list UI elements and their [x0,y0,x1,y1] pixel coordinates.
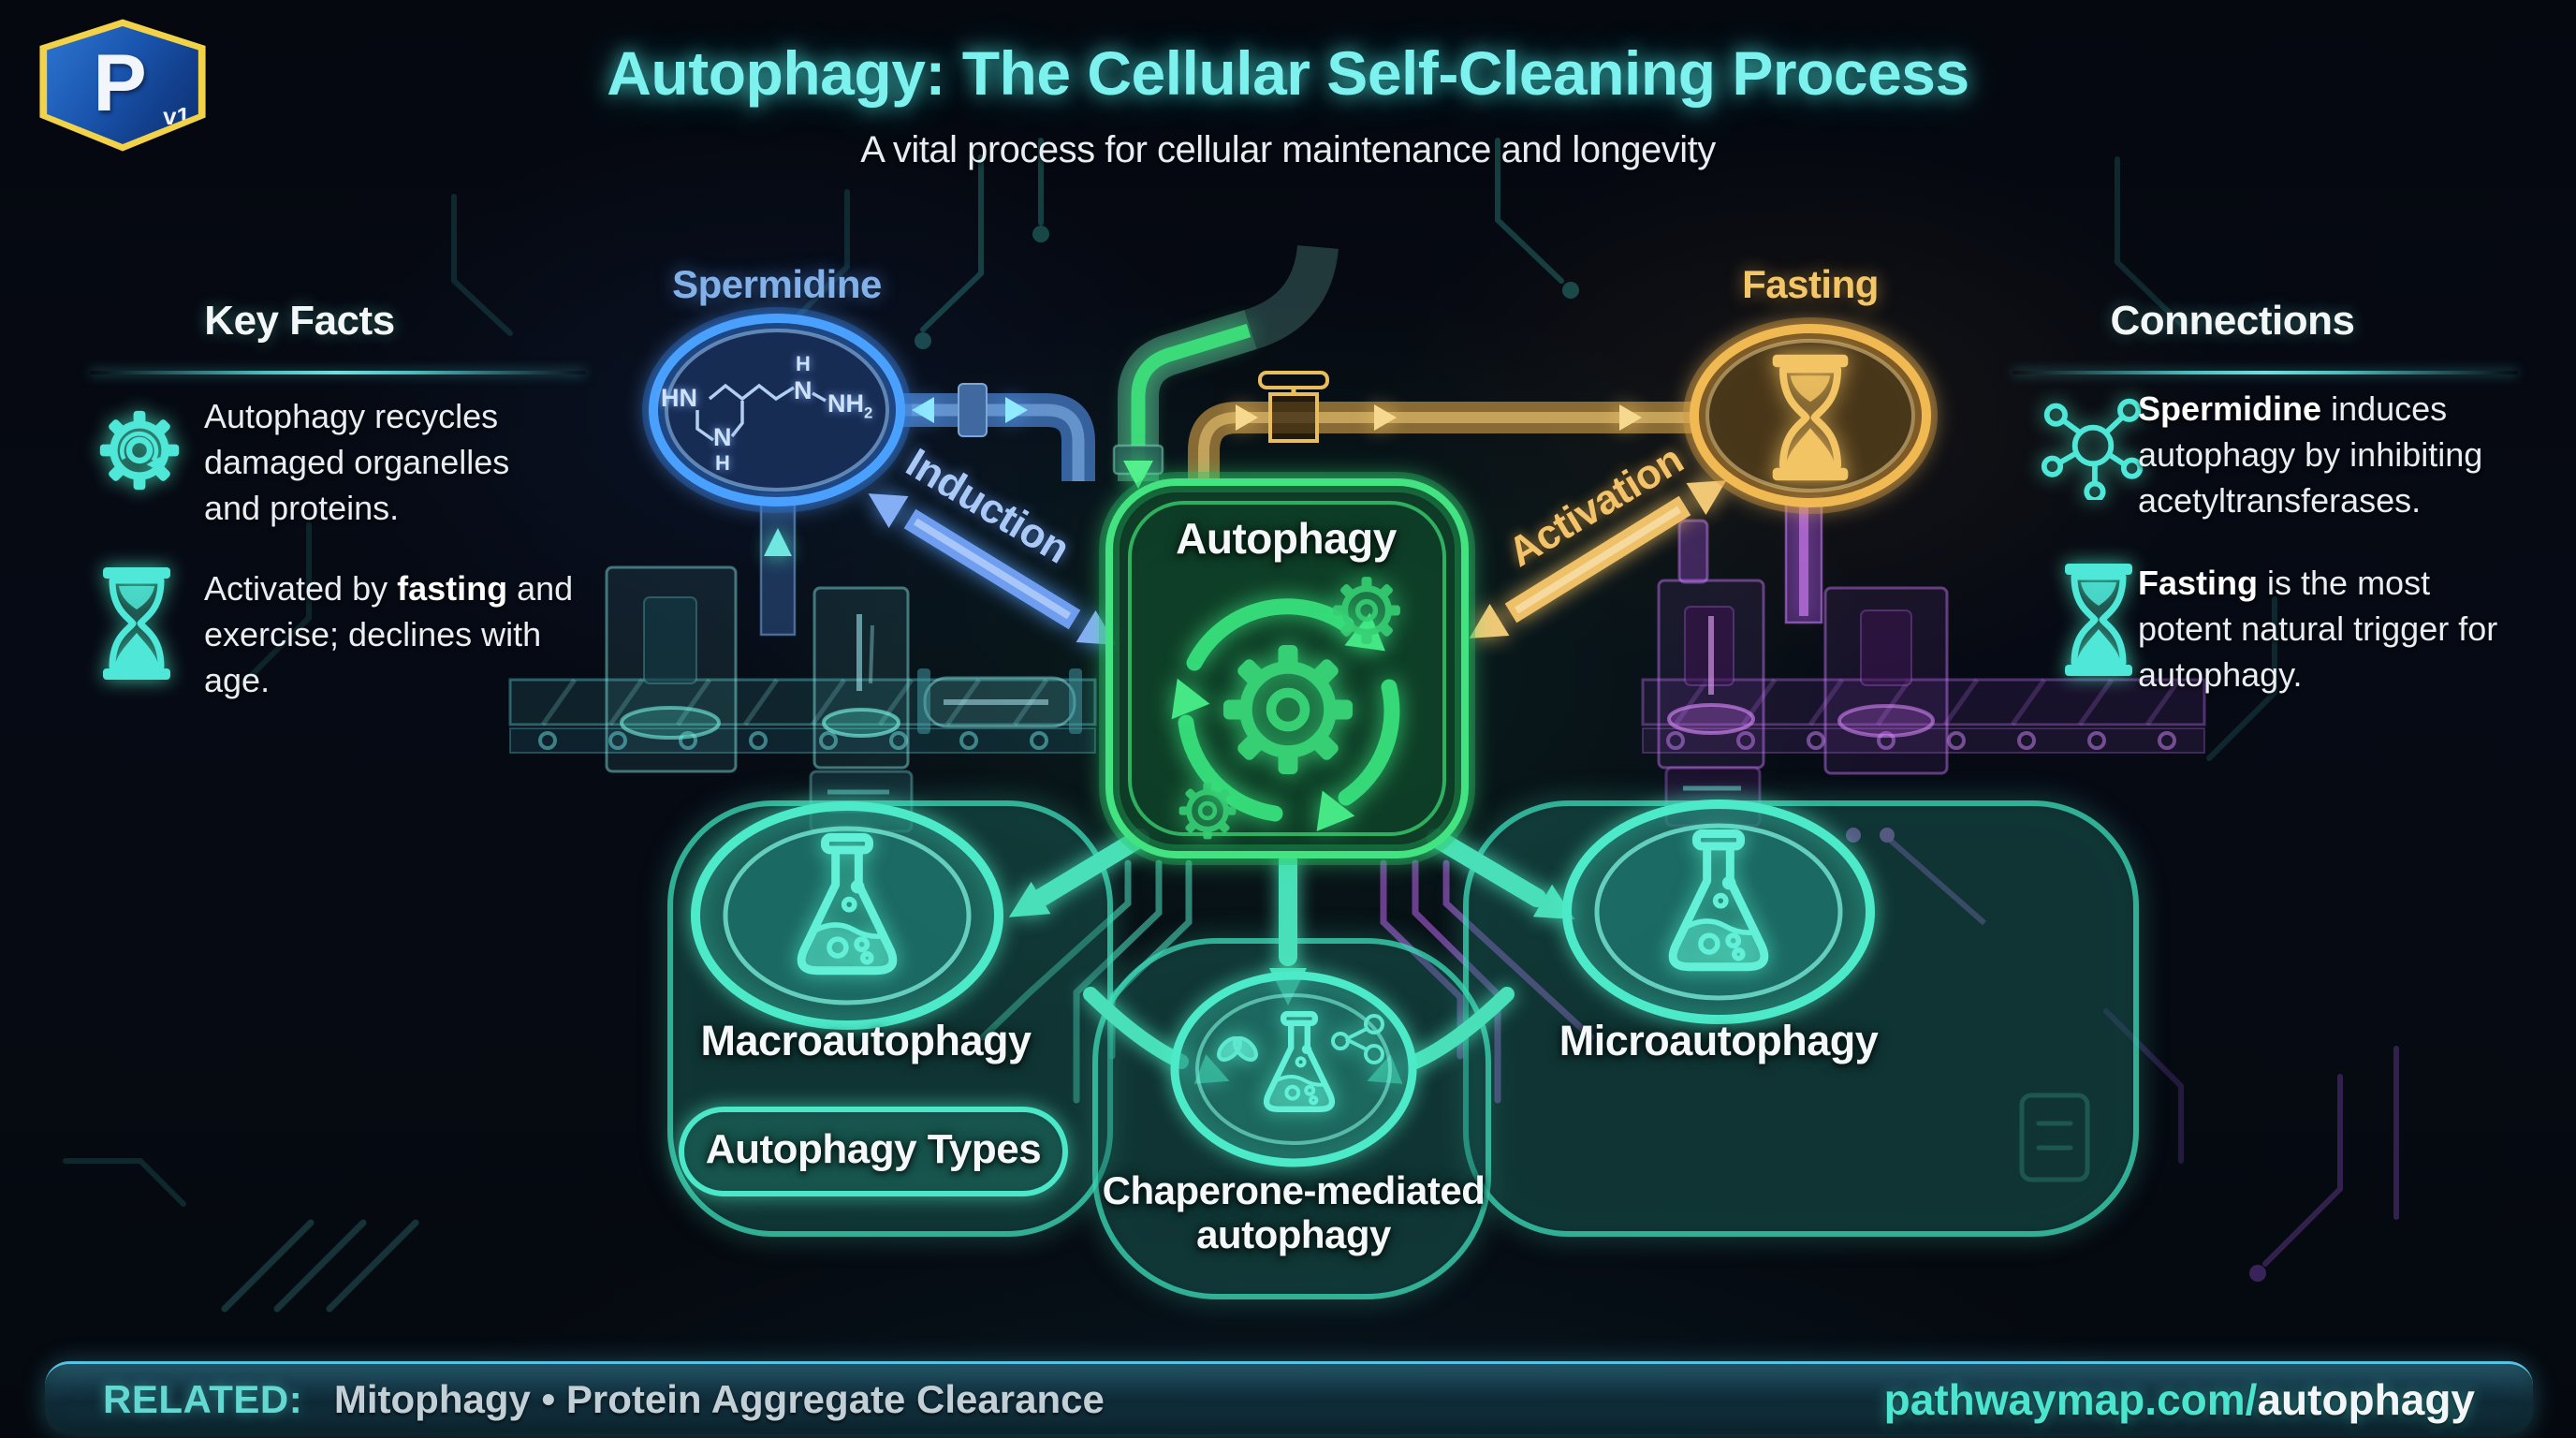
gear-recycle-icon [88,399,191,502]
hourglass-filled-icon [2056,558,2142,682]
autophagy-label: Autophagy [1176,514,1397,563]
autophagy-node[interactable] [1099,472,1475,865]
chemical-bonds [695,383,827,442]
related-label: RELATED: [103,1376,303,1421]
page-subtitle: A vital process for cellular maintenance… [860,129,1716,170]
logo-badge: P v1 [39,19,206,152]
key-fact-2: Activated by fasting and exercise; decli… [204,565,574,703]
page-title: Autophagy: The Cellular Self-Cleaning Pr… [607,38,1969,108]
connection-2: Fasting is the most potent natural trigg… [2138,560,2531,697]
url-suffix: autophagy [2257,1374,2475,1424]
spermidine-label: Spermidine [672,262,882,306]
fact-text: Autophagy recycles damaged organelles an… [204,397,510,527]
connections-title: Connections [2110,298,2355,344]
molecule-icon [2039,391,2147,500]
chem-h-top: H [796,352,811,375]
key-facts-divider [90,371,586,374]
related-items: Mitophagy • Protein Aggregate Clearance [333,1376,1105,1421]
chem-nh2-sub: 2 [864,404,873,422]
pipe-blue [759,383,1095,637]
chem-hn: HN [661,384,697,412]
fact-text: and exercise; declines with age. [204,569,574,699]
connection-1: Spermidine induces autophagy by inhibiti… [2138,386,2531,523]
fact-text: induces autophagy by inhibiting acetyltr… [2138,389,2483,520]
pipe-gold [1188,371,1694,481]
autophagy-types-label: Autophagy Types [705,1126,1042,1172]
glass-machinery-right [1657,519,1986,926]
chem-nh2-base: NH [827,389,864,418]
spermidine-node[interactable] [642,307,912,513]
logo-letter: P [93,37,146,128]
fact-bold: fasting [397,569,508,608]
footer-bar: RELATED: Mitophagy • Protein Aggregate C… [45,1361,2533,1434]
key-facts-title: Key Facts [204,298,395,344]
fact-bold: Fasting [2138,564,2259,602]
fact-bold: Spermidine [2138,389,2322,428]
activation-arrow [1469,480,1727,638]
connections-divider [2012,371,2518,374]
valve-icon [1258,371,1329,443]
fact-text: is the most potent natural trigger for a… [2138,564,2498,694]
chem-nh2: NH2 [827,389,872,422]
url-prefix: pathwaymap.com/ [1883,1374,2258,1424]
chaperone-label: Chaperone-mediated autophagy [1102,1168,1486,1257]
fasting-label: Fasting [1742,262,1879,306]
recycle-gears-icon [1171,577,1400,844]
chem-n-top: N [794,376,812,404]
pipe-green [1112,244,1339,489]
related-row: RELATED: Mitophagy • Protein Aggregate C… [103,1377,1105,1422]
autophagy-types-badge [679,1107,1068,1196]
fasting-node[interactable] [1683,317,1938,514]
macroautophagy-node[interactable] [691,801,1003,1030]
microautophagy-node[interactable] [1562,800,1875,1024]
key-fact-1: Autophagy recycles damaged organelles an… [204,393,569,531]
molecule-decoration [1217,1014,1384,1064]
glass-machinery-left [605,565,1082,833]
circuit-traces [63,138,2399,1313]
conveyor-belt-right [1641,678,2206,754]
chem-h-bottom: H [715,451,730,475]
site-url[interactable]: pathwaymap.com/autophagy [1884,1374,2475,1425]
chaperone-node[interactable] [1170,971,1417,1167]
pipe-purple [1784,494,1823,624]
macroautophagy-label: Macroautophagy [700,1017,1032,1064]
chem-n-bottom: N [713,423,732,451]
hourglass-icon [94,562,180,685]
fact-text: Activated by [204,569,398,608]
microautophagy-label: Microautophagy [1559,1017,1879,1064]
type-arrows [1008,829,1575,1084]
